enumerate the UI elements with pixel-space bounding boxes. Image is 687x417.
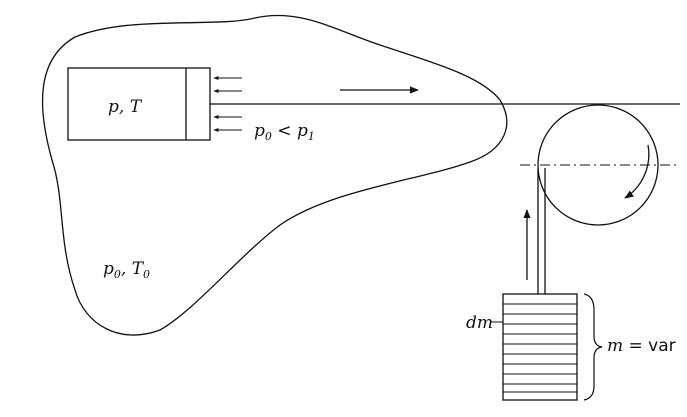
system-boundary <box>41 14 508 336</box>
mass-brace <box>583 293 603 401</box>
mass-label: m = var <box>607 336 676 356</box>
cylinder-state-label: p, T <box>108 97 143 117</box>
rotation-arrow <box>624 144 650 199</box>
pressure-arrows <box>213 76 242 132</box>
mass-stack <box>502 293 578 401</box>
dm-label: dm <box>466 313 493 333</box>
pressure-condition-label: p0 < p1 <box>254 121 315 143</box>
mass-layers <box>503 303 577 393</box>
pulley <box>537 104 659 226</box>
ambient-state-label: p0, T0 <box>103 259 150 281</box>
